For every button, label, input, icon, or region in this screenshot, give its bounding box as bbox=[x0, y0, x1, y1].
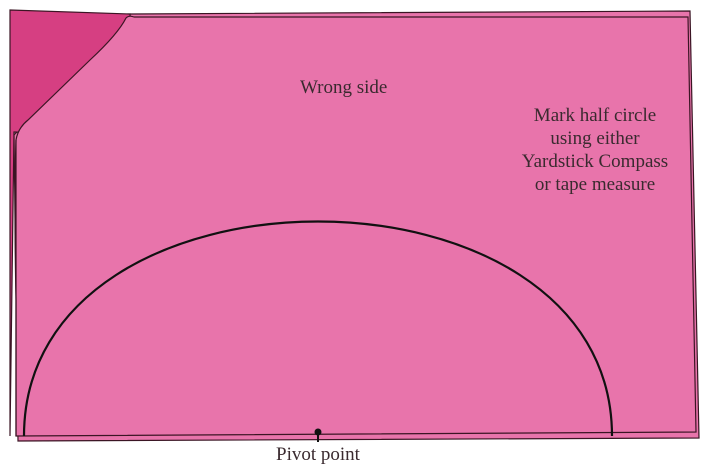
instruction-line: or tape measure bbox=[534, 174, 656, 195]
instruction-line: using either bbox=[550, 128, 640, 149]
instruction-text: Mark half circle using either Yardstick … bbox=[500, 104, 690, 196]
instruction-line: Mark half circle bbox=[533, 105, 657, 126]
fabric-curl-edge bbox=[14, 139, 17, 436]
fabric-wrong-side bbox=[15, 15, 697, 437]
instruction-line: Yardstick Compass bbox=[521, 151, 669, 172]
wrong-side-label: Wrong side bbox=[300, 77, 388, 98]
half-circle-marking bbox=[22, 220, 614, 437]
pivot-point-dot bbox=[314, 428, 322, 436]
pivot-point-label: Pivot point bbox=[276, 444, 360, 465]
